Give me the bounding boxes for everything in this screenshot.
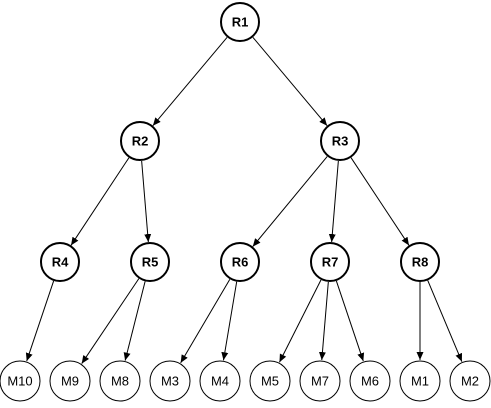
node-circle-r3 — [320, 121, 360, 161]
node-circle-r1 — [220, 2, 260, 42]
node-circle-m1 — [399, 360, 441, 402]
node-m6: M6 — [349, 360, 391, 402]
node-circle-m10 — [0, 360, 41, 402]
edge-r5-m8 — [123, 281, 146, 361]
node-label-r1: R1 — [232, 15, 249, 30]
edge-r5-m9 — [81, 278, 140, 364]
node-circle-m2 — [449, 360, 491, 402]
edge-r8-m2 — [427, 280, 463, 362]
node-circle-m4 — [199, 360, 241, 402]
edge-r3-r8 — [350, 157, 410, 246]
node-m7: M7 — [299, 360, 341, 402]
node-circle-m3 — [149, 360, 191, 402]
node-label-r3: R3 — [332, 134, 349, 149]
node-r1: R1 — [220, 2, 260, 42]
node-r4: R4 — [40, 242, 80, 282]
edge-r3-r7 — [328, 160, 339, 243]
node-m10: M10 — [0, 360, 41, 402]
node-circle-r5 — [130, 242, 170, 282]
node-m5: M5 — [249, 360, 291, 402]
node-label-m3: M3 — [161, 374, 179, 389]
edge-r6-m4 — [221, 281, 238, 361]
edge-r7-m5 — [279, 279, 322, 363]
node-r7: R7 — [310, 242, 350, 282]
edge-r6-m3 — [180, 278, 231, 364]
node-circle-m8 — [99, 360, 141, 402]
node-label-m1: M1 — [411, 374, 429, 389]
edges-layer — [25, 36, 463, 364]
edge-r2-r4 — [70, 157, 130, 246]
node-label-r4: R4 — [52, 255, 69, 270]
node-r5: R5 — [130, 242, 170, 282]
node-label-r5: R5 — [142, 255, 159, 270]
node-r6: R6 — [220, 242, 260, 282]
node-r8: R8 — [400, 242, 440, 282]
node-label-m5: M5 — [261, 374, 279, 389]
node-label-m9: M9 — [61, 374, 79, 389]
node-m4: M4 — [199, 360, 241, 402]
node-m2: M2 — [449, 360, 491, 402]
node-circle-r7 — [310, 242, 350, 282]
node-label-m4: M4 — [211, 374, 229, 389]
node-label-m7: M7 — [311, 374, 329, 389]
node-r3: R3 — [320, 121, 360, 161]
node-circle-r2 — [120, 121, 160, 161]
node-m1: M1 — [399, 360, 441, 402]
node-m3: M3 — [149, 360, 191, 402]
node-label-r2: R2 — [132, 134, 149, 149]
edge-r3-r6 — [252, 156, 328, 247]
node-m8: M8 — [99, 360, 141, 402]
node-r2: R2 — [120, 121, 160, 161]
node-label-r7: R7 — [322, 255, 339, 270]
node-m9: M9 — [49, 360, 91, 402]
node-label-r8: R8 — [412, 255, 429, 270]
edge-r1-r3 — [252, 36, 328, 127]
node-label-m2: M2 — [461, 374, 479, 389]
node-circle-r6 — [220, 242, 260, 282]
edge-r4-m10 — [25, 280, 55, 362]
node-circle-r4 — [40, 242, 80, 282]
node-circle-m7 — [299, 360, 341, 402]
node-label-m6: M6 — [361, 374, 379, 389]
edge-r7-m6 — [335, 280, 365, 362]
node-circle-m6 — [349, 360, 391, 402]
node-label-m10: M10 — [7, 374, 32, 389]
edge-r2-r5 — [141, 160, 152, 243]
node-label-m8: M8 — [111, 374, 129, 389]
edge-r7-m7 — [318, 281, 329, 361]
edge-r1-r2 — [152, 36, 228, 127]
node-circle-m5 — [249, 360, 291, 402]
node-label-r6: R6 — [232, 255, 249, 270]
node-circle-m9 — [49, 360, 91, 402]
node-circle-r8 — [400, 242, 440, 282]
